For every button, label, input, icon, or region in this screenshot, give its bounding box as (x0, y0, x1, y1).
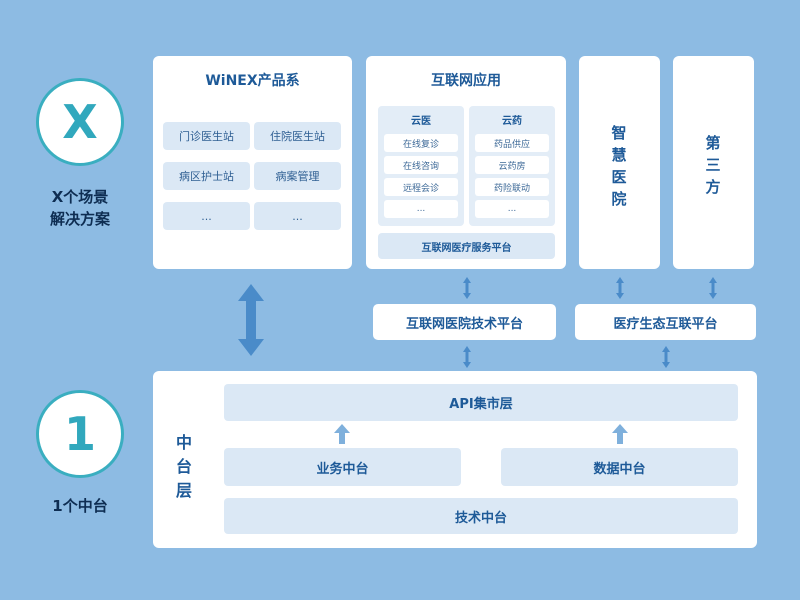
double-arrow-icon (463, 346, 471, 368)
winex-item[interactable]: 病案管理 (254, 162, 341, 190)
internet-app-title: 互联网应用 (431, 73, 501, 89)
x-scenarios-circle: X (36, 78, 124, 166)
one-platform-circle: 1 (36, 390, 124, 478)
third-party-char: 第 (705, 134, 721, 152)
winex-card: WiNEX产品系 门诊医生站 住院医生站 病区护士站 病案管理 ... ... (153, 56, 352, 269)
winex-item[interactable]: ... (163, 202, 250, 230)
cloud-pharmacy-panel: 云药 药品供应 云药房 药险联动 ... (469, 106, 555, 226)
middle-platform-card: 中 台 层 API集市层 业务中台 数据中台 技术中台 (153, 371, 757, 548)
cloud-pharmacy-title: 云药 (502, 116, 522, 127)
internet-medical-service-platform[interactable]: 互联网医疗服务平台 (378, 233, 555, 259)
winex-item[interactable]: 门诊医生站 (163, 122, 250, 150)
third-party-label: 第 三 方 (704, 132, 722, 198)
api-market-layer[interactable]: API集市层 (224, 384, 738, 421)
third-party-char: 方 (705, 178, 721, 196)
tech-middle-platform[interactable]: 技术中台 (224, 498, 738, 534)
cloud-doctor-panel: 云医 在线复诊 在线咨询 远程会诊 ... (378, 106, 464, 226)
medical-ecosystem-platform[interactable]: 医疗生态互联平台 (575, 304, 756, 340)
smart-hospital-label: 智 慧 医 院 (610, 122, 628, 210)
double-arrow-icon (616, 277, 624, 299)
big-double-arrow-icon (238, 284, 264, 356)
middle-layer-char: 层 (175, 481, 192, 500)
x-scenarios-label: X个场景 解决方案 (20, 186, 140, 230)
internet-hospital-tech-platform[interactable]: 互联网医院技术平台 (373, 304, 556, 340)
internet-app-card: 互联网应用 云医 在线复诊 在线咨询 远程会诊 ... 云药 药品供应 云药房 … (366, 56, 566, 269)
middle-layer-char: 中 (175, 433, 192, 452)
cloud-doctor-title: 云医 (411, 116, 431, 127)
up-arrow-icon (612, 424, 628, 444)
data-middle-platform[interactable]: 数据中台 (501, 448, 738, 486)
smart-hospital-card: 智 慧 医 院 (579, 56, 660, 269)
business-middle-platform[interactable]: 业务中台 (224, 448, 461, 486)
double-arrow-icon (463, 277, 471, 299)
smart-hospital-char: 慧 (611, 146, 627, 164)
up-arrow-icon (334, 424, 350, 444)
x-letter: X (62, 95, 98, 149)
winex-item[interactable]: 住院医生站 (254, 122, 341, 150)
smart-hospital-char: 院 (611, 190, 627, 208)
double-arrow-icon (662, 346, 670, 368)
winex-title: WiNEX产品系 (205, 73, 300, 89)
double-arrow-icon (709, 277, 717, 299)
one-platform-label: 1个中台 (52, 497, 108, 515)
smart-hospital-char: 智 (611, 124, 627, 142)
cloud-doctor-item[interactable]: 远程会诊 (384, 178, 458, 196)
cloud-pharmacy-item[interactable]: 药品供应 (475, 134, 549, 152)
cloud-pharmacy-item[interactable]: ... (475, 200, 549, 218)
x-label-line2: 解决方案 (49, 210, 110, 228)
middle-layer-char: 台 (175, 457, 192, 476)
cloud-doctor-item[interactable]: 在线咨询 (384, 156, 458, 174)
winex-item[interactable]: 病区护士站 (163, 162, 250, 190)
cloud-pharmacy-item[interactable]: 云药房 (475, 156, 549, 174)
third-party-char: 三 (705, 156, 721, 174)
cloud-doctor-item[interactable]: ... (384, 200, 458, 218)
cloud-pharmacy-item[interactable]: 药险联动 (475, 178, 549, 196)
one-digit: 1 (63, 407, 96, 461)
third-party-card: 第 三 方 (673, 56, 754, 269)
middle-layer-label: 中 台 层 (175, 431, 193, 503)
winex-item[interactable]: ... (254, 202, 341, 230)
smart-hospital-char: 医 (611, 168, 627, 186)
cloud-doctor-item[interactable]: 在线复诊 (384, 134, 458, 152)
x-label-line1: X个场景 (51, 188, 109, 206)
